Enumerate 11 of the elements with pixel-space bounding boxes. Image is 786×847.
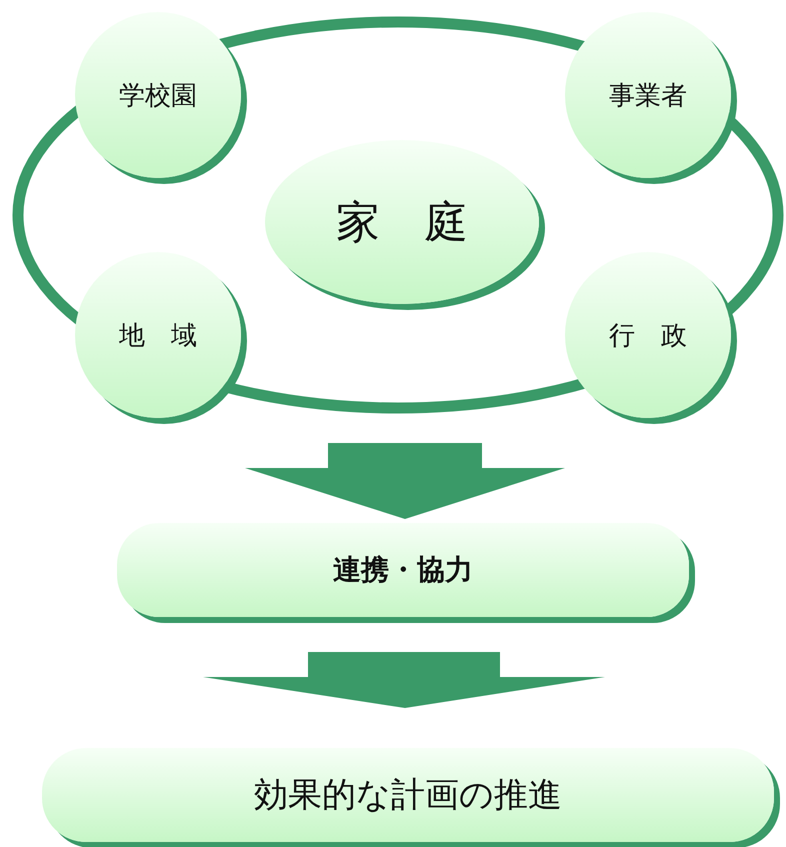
node-label: 行 政 xyxy=(609,320,687,352)
node-label: 地 域 xyxy=(119,320,197,352)
node-label: 連携・協力 xyxy=(333,552,473,588)
node-label: 事業者 xyxy=(609,80,687,112)
rounded-box xyxy=(42,748,774,842)
block-arrow xyxy=(203,652,605,708)
rounded-box xyxy=(117,523,689,617)
node-label: 効果的な計画の推進 xyxy=(254,774,562,817)
node-label: 学校園 xyxy=(119,80,197,112)
block-arrow xyxy=(245,443,565,519)
node-label: 家 庭 xyxy=(336,196,468,250)
